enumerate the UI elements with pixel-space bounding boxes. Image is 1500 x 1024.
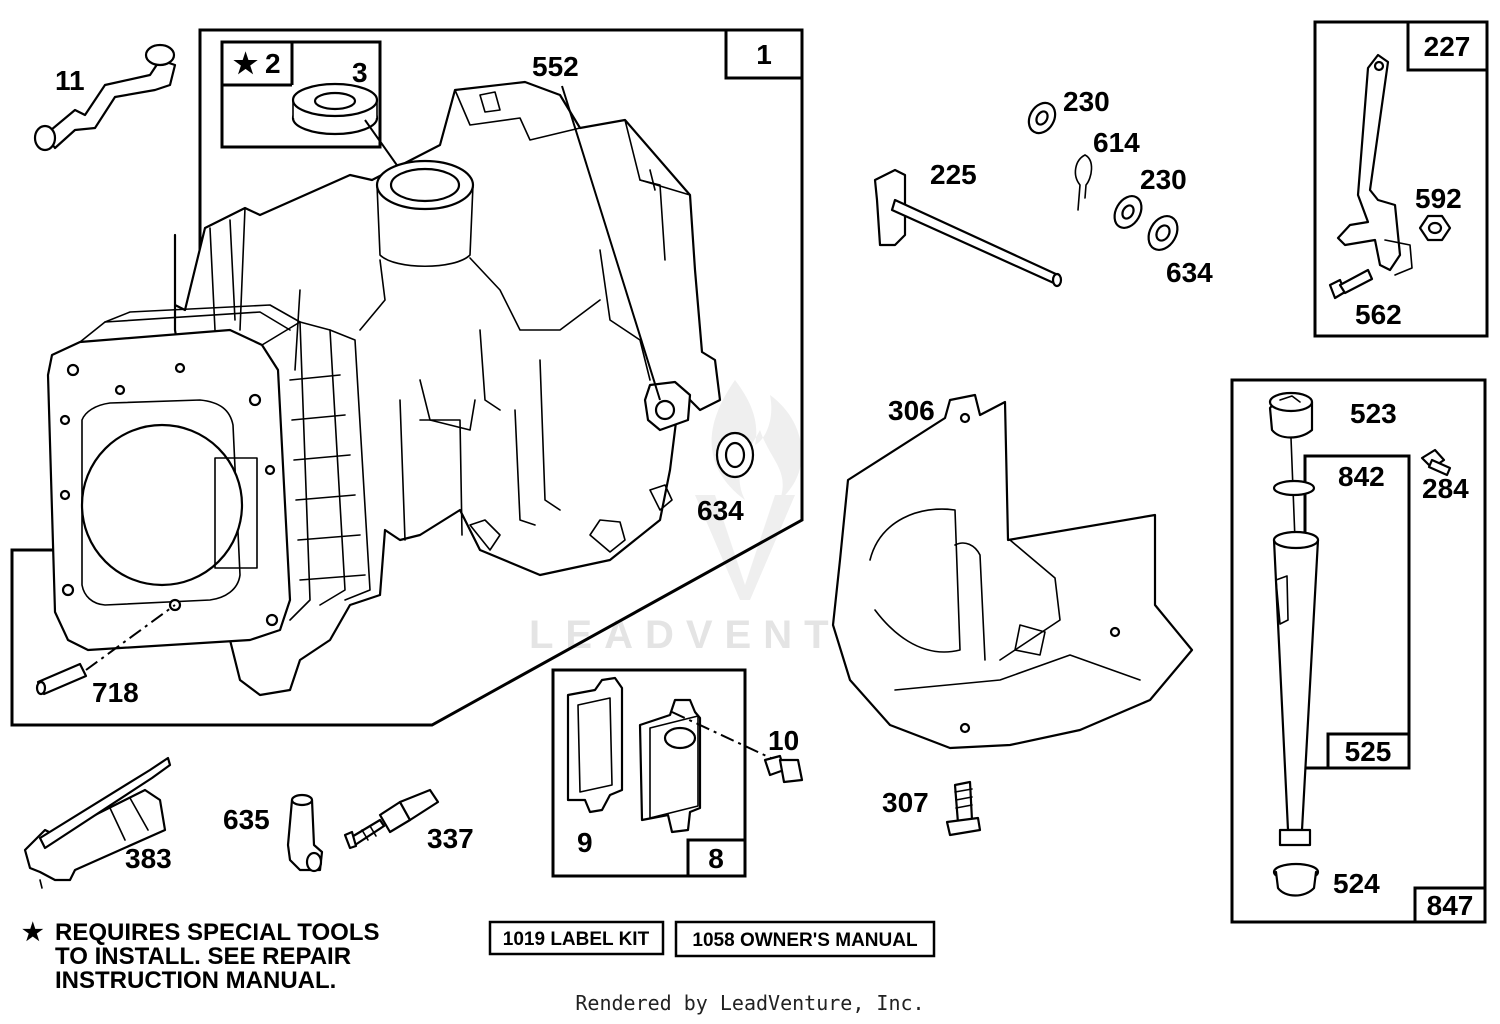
callout-9: 9 bbox=[577, 827, 593, 858]
seal-634-shaft bbox=[1147, 215, 1179, 251]
breather-cover-part bbox=[638, 698, 702, 834]
callout-562: 562 bbox=[1355, 299, 1402, 330]
oil-seal-part bbox=[291, 82, 379, 136]
screw-284 bbox=[1420, 448, 1452, 477]
bolt-307 bbox=[945, 780, 982, 837]
seal-kit-box bbox=[220, 40, 382, 149]
washer-230-top bbox=[1027, 101, 1057, 135]
callout-842: 842 bbox=[1338, 461, 1385, 492]
part-847-box bbox=[1413, 886, 1487, 924]
callout-1: 1 bbox=[756, 39, 772, 70]
label-kit-box bbox=[488, 920, 665, 956]
callout-337: 337 bbox=[427, 823, 474, 854]
callout-227: 227 bbox=[1424, 31, 1471, 62]
baffle-306-part bbox=[831, 393, 1194, 750]
callout-635: 635 bbox=[223, 804, 270, 835]
callout-634-block: 634 bbox=[697, 495, 744, 526]
star-icon: ★ bbox=[233, 48, 258, 79]
dipstick-cap-523 bbox=[1268, 391, 1314, 439]
owners-manual-box bbox=[674, 920, 936, 958]
part-525-box bbox=[1326, 732, 1411, 770]
note-line-2: TO INSTALL. SEE REPAIR bbox=[55, 943, 351, 970]
callout-847: 847 bbox=[1427, 890, 1474, 921]
callout-552: 552 bbox=[532, 51, 579, 82]
callout-284: 284 bbox=[1422, 473, 1469, 504]
callout-524: 524 bbox=[1333, 868, 1380, 899]
label-kit-text: 1019 LABEL KIT bbox=[503, 929, 650, 950]
dipstick-sub-box bbox=[1303, 454, 1411, 770]
callout-614: 614 bbox=[1093, 127, 1140, 158]
callout-306: 306 bbox=[888, 395, 935, 426]
callout-8: 8 bbox=[708, 843, 724, 874]
bolt-562 bbox=[1328, 268, 1374, 300]
callout-718: 718 bbox=[92, 677, 139, 708]
leader-10 bbox=[671, 711, 776, 761]
nut-592 bbox=[1418, 214, 1452, 242]
callout-525: 525 bbox=[1345, 736, 1392, 767]
seal-634-part bbox=[715, 431, 755, 479]
spark-plug-boot-635 bbox=[286, 793, 324, 873]
note-line-1: REQUIRES SPECIAL TOOLS bbox=[55, 919, 380, 946]
o-ring-842 bbox=[1272, 479, 1316, 497]
breather-box bbox=[551, 668, 747, 878]
gasket-9 bbox=[566, 676, 624, 814]
dipstick-tube-part bbox=[1272, 530, 1320, 847]
callout-230-top: 230 bbox=[1063, 86, 1110, 117]
washer-230-mid bbox=[1113, 195, 1143, 229]
part-1-box bbox=[724, 28, 804, 80]
screw-10 bbox=[763, 754, 804, 784]
callout-3: 3 bbox=[352, 57, 368, 88]
governor-shaft-part bbox=[873, 168, 1063, 288]
note-line-3: INSTRUCTION MANUAL. bbox=[55, 967, 336, 994]
callout-523: 523 bbox=[1350, 398, 1397, 429]
v-logo-icon bbox=[695, 495, 795, 600]
cylinder-block-part bbox=[46, 80, 722, 697]
callout-592: 592 bbox=[1415, 183, 1462, 214]
callout-634-shaft: 634 bbox=[1166, 257, 1213, 288]
callout-2: 2 bbox=[265, 48, 281, 79]
callout-10: 10 bbox=[768, 725, 799, 756]
governor-lever-part bbox=[1336, 53, 1413, 276]
grommet-524 bbox=[1272, 862, 1320, 897]
callout-11: 11 bbox=[55, 65, 85, 96]
leader-552 bbox=[561, 85, 661, 401]
callout-225: 225 bbox=[930, 159, 977, 190]
spark-plug-337 bbox=[343, 788, 440, 850]
callout-230-mid: 230 bbox=[1140, 164, 1187, 195]
rendered-by-footer: Rendered by LeadVenture, Inc. bbox=[575, 991, 924, 1015]
callout-307: 307 bbox=[882, 787, 929, 818]
callout-383: 383 bbox=[125, 843, 172, 874]
tool-383-part bbox=[23, 756, 172, 889]
leader-718 bbox=[85, 604, 176, 671]
note-star-icon: ★ bbox=[22, 919, 44, 946]
hairpin-614 bbox=[1074, 154, 1093, 211]
governor-lever-box bbox=[1313, 20, 1489, 338]
owners-manual-text: 1058 OWNER'S MANUAL bbox=[692, 930, 918, 951]
part-227-box bbox=[1406, 20, 1489, 72]
dipstick-box bbox=[1230, 378, 1487, 924]
part-8-box bbox=[686, 838, 747, 878]
dowel-pin-part bbox=[35, 662, 88, 696]
breather-tube-part bbox=[33, 43, 177, 152]
